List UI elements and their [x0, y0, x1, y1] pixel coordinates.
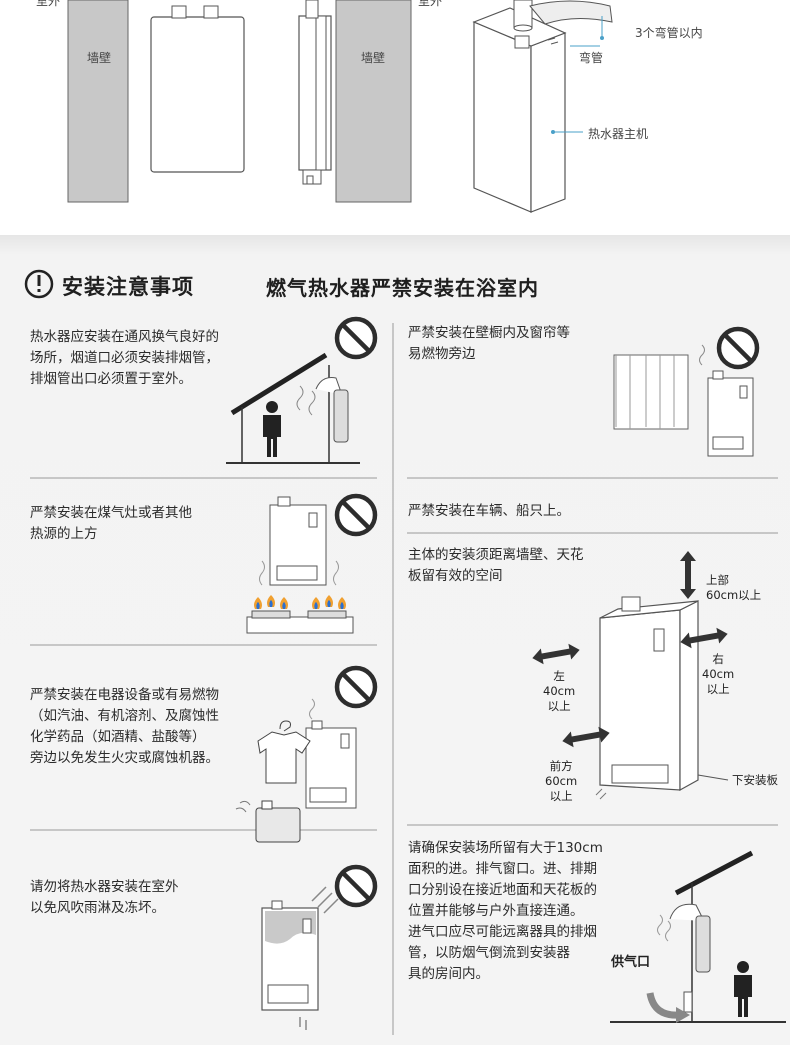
note-clearance: 主体的安装须距离墙壁、天花 板留有效的空间 [408, 547, 584, 584]
perspective-heater-front [473, 21, 532, 213]
note-curtains: 严禁安装在壁橱内及窗帘等 易燃物旁边 [408, 325, 570, 362]
note-gas-stove: 严禁安装在煤气灶或者其他 热源的上方 [30, 505, 192, 542]
outdoor-label-right: 室外 [418, 0, 443, 8]
notes-drawing [24, 269, 786, 1035]
prohibit-icon [337, 319, 375, 357]
clearance-front-label: 前方 60cm 以上 [545, 759, 578, 803]
installation-notes-section: 安装注意事项 燃气热水器严禁安装在浴室内 热水器应安装在通风换气良好的 场所，烟… [0, 235, 790, 1045]
prohibit-icon [719, 329, 757, 367]
room-air-inlet-illustration [610, 850, 786, 1023]
top-install-diagram: 室外 室外 墙壁 墙壁 3个弯管以内 弯管 热水器主机 [0, 0, 790, 235]
curtain-illustration [613, 344, 754, 457]
bottom-plate-label: 下安装板 [732, 773, 778, 787]
section-title: 安装注意事项 [62, 275, 194, 299]
prohibit-icon [337, 496, 375, 534]
air-inlet-label: 供气口 [611, 955, 651, 970]
gas-stove-illustration [246, 496, 354, 634]
clearance-illustration [530, 551, 730, 800]
outdoor-rain-illustration [261, 886, 339, 1030]
wall-label-left: 墙壁 [87, 51, 112, 65]
bends-label: 3个弯管以内 [635, 26, 703, 40]
prohibit-icon [337, 668, 375, 706]
note-outdoor: 请勿将热水器安装在室外 以免风吹雨淋及冻坏。 [30, 879, 179, 916]
house-exhaust-illustration [226, 352, 360, 464]
top-diagram-drawing [67, 0, 613, 213]
section-subtitle: 燃气热水器严禁安装在浴室内 [266, 276, 539, 300]
note-ventilation: 热水器应安装在通风换气良好的 场所，烟道口必须安装排烟管， 排烟管出口必须置于室… [30, 329, 219, 387]
wall-label-right: 墙壁 [361, 51, 386, 65]
unit-label: 热水器主机 [588, 127, 649, 141]
note-room-size: 请确保安装场所留有大于130cm 面积的进。排气窗口。进、排期 口分别设在接近地… [408, 840, 603, 982]
elbow-label: 弯管 [579, 51, 604, 65]
note-vehicles: 严禁安装在车辆、船只上。 [408, 503, 570, 519]
exclamation-circle-icon [24, 269, 54, 299]
clearance-left-label: 左 40cm 以上 [543, 669, 576, 713]
clearance-top-label: 上部 60cm以上 [706, 573, 762, 602]
clearance-right-label: 右 40cm 以上 [702, 652, 735, 696]
left-heater-unit [150, 16, 245, 173]
outdoor-label-left: 室外 [36, 0, 61, 8]
left-wall [67, 0, 129, 203]
flammables-illustration [235, 698, 357, 843]
prohibit-icon [337, 867, 375, 905]
note-flammables: 严禁安装在电器设备或有易燃物 （如汽油、有机溶剂、及腐蚀性 化学药品（如酒精、盐… [30, 687, 219, 766]
right-wall [335, 0, 412, 203]
exhaust-duct [529, 0, 613, 25]
